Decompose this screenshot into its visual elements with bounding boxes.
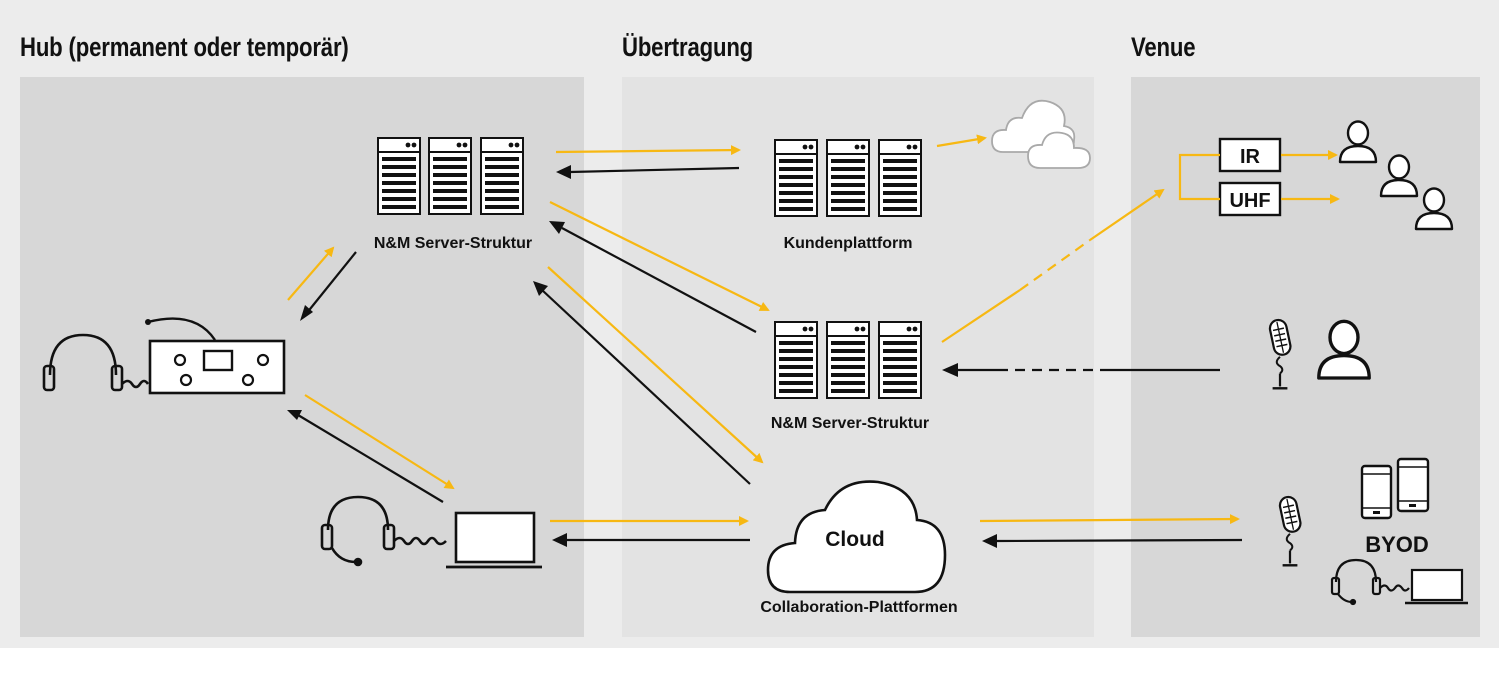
laptop-icon [1405,568,1468,605]
person-icon [1414,187,1454,231]
microphone-icon [1277,495,1304,567]
venue-heading: Venue [1131,32,1196,62]
arrow-black [541,289,751,485]
collaboration-label: Collaboration-Plattformen [760,599,957,616]
arrow-yellow [555,145,741,156]
arrow-yellow [304,394,455,490]
byod-label: BYOD [1365,532,1429,557]
arrowhead-black [556,165,571,179]
bracket-yellow [1178,153,1220,201]
arrowhead-black [533,281,548,296]
microphone-icon [1267,318,1294,390]
server-rack-icon [774,139,922,217]
arrow-yellow [941,289,1021,343]
cloud-icon [991,99,1091,169]
arrow-yellow-dashed [1019,239,1091,291]
arrowhead-black [552,533,567,547]
arrowhead-black [287,410,302,420]
server-rack-icon [377,137,524,215]
arrow-group [287,134,1340,548]
transfer-heading: Übertragung [622,32,754,62]
arrow-yellow [1089,188,1165,241]
arrow-black [297,414,444,503]
person-icon [1379,154,1419,198]
arrowhead-black [982,534,997,548]
tablet-icon [1396,457,1430,513]
mixing-console-icon [145,317,286,395]
arrow-yellow [936,134,987,148]
customer-platform-label: Kundenplattform [784,235,913,252]
arrow-yellow [547,266,764,464]
arrowhead-black [300,305,313,321]
smartphone-icon [1360,464,1393,520]
uhf-box [1218,181,1282,217]
server-transfer-label: N&M Server-Struktur [771,415,929,432]
headset-icon [1330,558,1410,606]
headphones-icon [42,333,150,392]
hub-heading: Hub (permanent oder temporär) [20,32,349,62]
ir-label: IR [1240,146,1261,168]
arrowhead-black [942,363,958,377]
arrowhead-black [549,221,565,234]
cloud-icon [766,480,947,594]
person-icon [1319,321,1369,378]
arrow-yellow [287,246,335,301]
venue-panel [1131,77,1480,637]
laptop-icon [446,511,542,569]
server-hub-label: N&M Server-Struktur [374,235,532,252]
arrow-yellow [549,201,770,311]
cloud-label: Cloud [825,528,884,551]
arrow-black [995,538,1243,543]
arrow-yellow [979,514,1240,525]
headset-icon [320,495,447,567]
uhf-label: UHF [1229,190,1270,212]
arrow-black [305,251,357,315]
ir-box [1218,137,1282,173]
arrow-black [561,227,757,333]
arrow-black [569,166,740,174]
server-rack-icon [774,321,922,399]
person-icon [1338,120,1378,164]
